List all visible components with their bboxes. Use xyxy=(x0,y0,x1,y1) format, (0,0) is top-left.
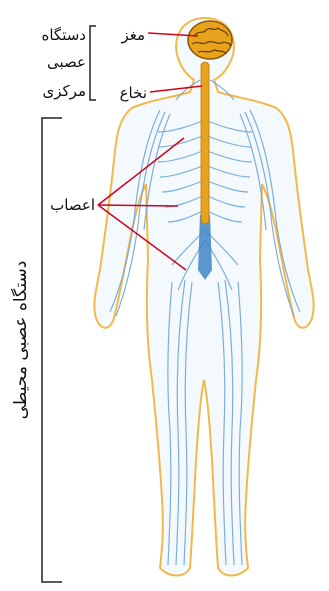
cns-bracket xyxy=(90,26,96,100)
spinal-cord-label: نخاع xyxy=(120,84,147,102)
brain-label: مغز xyxy=(120,26,145,44)
cns-label-line2: عصبی xyxy=(47,53,86,71)
nerves-label: اعصاب xyxy=(50,196,95,214)
spinal-cord xyxy=(201,62,209,224)
pns-bracket xyxy=(42,118,62,582)
cns-label-line1: دستگاه xyxy=(42,26,87,44)
cauda-equina xyxy=(198,215,212,280)
cns-label-line3: مرکزی xyxy=(43,82,86,100)
pns-label: دستگاه عصبی محیطی xyxy=(10,261,31,420)
nerves-pointer-2 xyxy=(98,205,178,206)
brain-icon xyxy=(188,21,232,59)
